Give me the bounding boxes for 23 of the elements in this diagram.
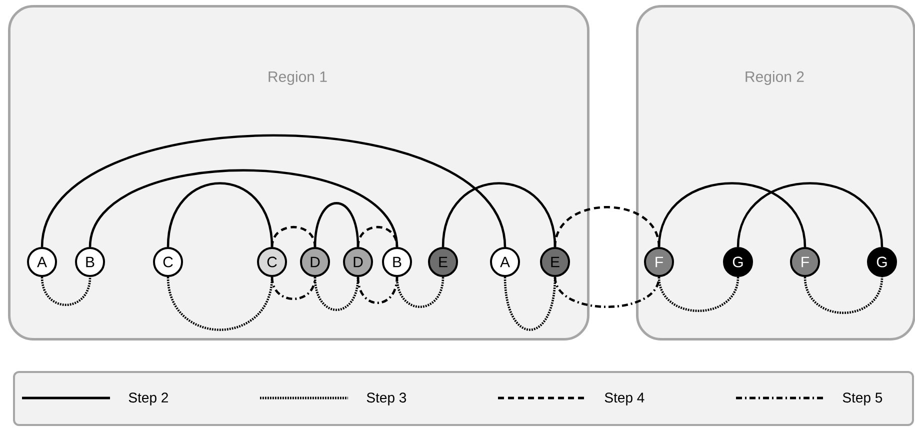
arc-connector [396, 276, 444, 308]
legend-label: Step 4 [604, 392, 644, 406]
arc-connector [166, 276, 274, 331]
arc-connector [314, 276, 360, 311]
arc-connector [166, 182, 274, 248]
arc-connector [442, 182, 556, 248]
arc-connector [658, 182, 806, 248]
arc-connector [270, 226, 316, 248]
arc-connector [88, 169, 398, 248]
arc-connector [504, 276, 556, 331]
arc-connector [40, 134, 506, 248]
arc-connector [40, 276, 92, 306]
arc-connector [736, 182, 884, 248]
arc-connector [356, 276, 398, 304]
arc-connector [554, 206, 660, 248]
arc-connector [658, 276, 740, 312]
legend-label: Step 5 [842, 392, 882, 406]
arc-connector [270, 276, 316, 300]
arc-connector [356, 226, 398, 248]
arc-connector [554, 276, 660, 308]
legend-label: Step 2 [128, 392, 168, 406]
arc-connector [804, 276, 884, 314]
legend-label: Step 3 [366, 392, 406, 406]
